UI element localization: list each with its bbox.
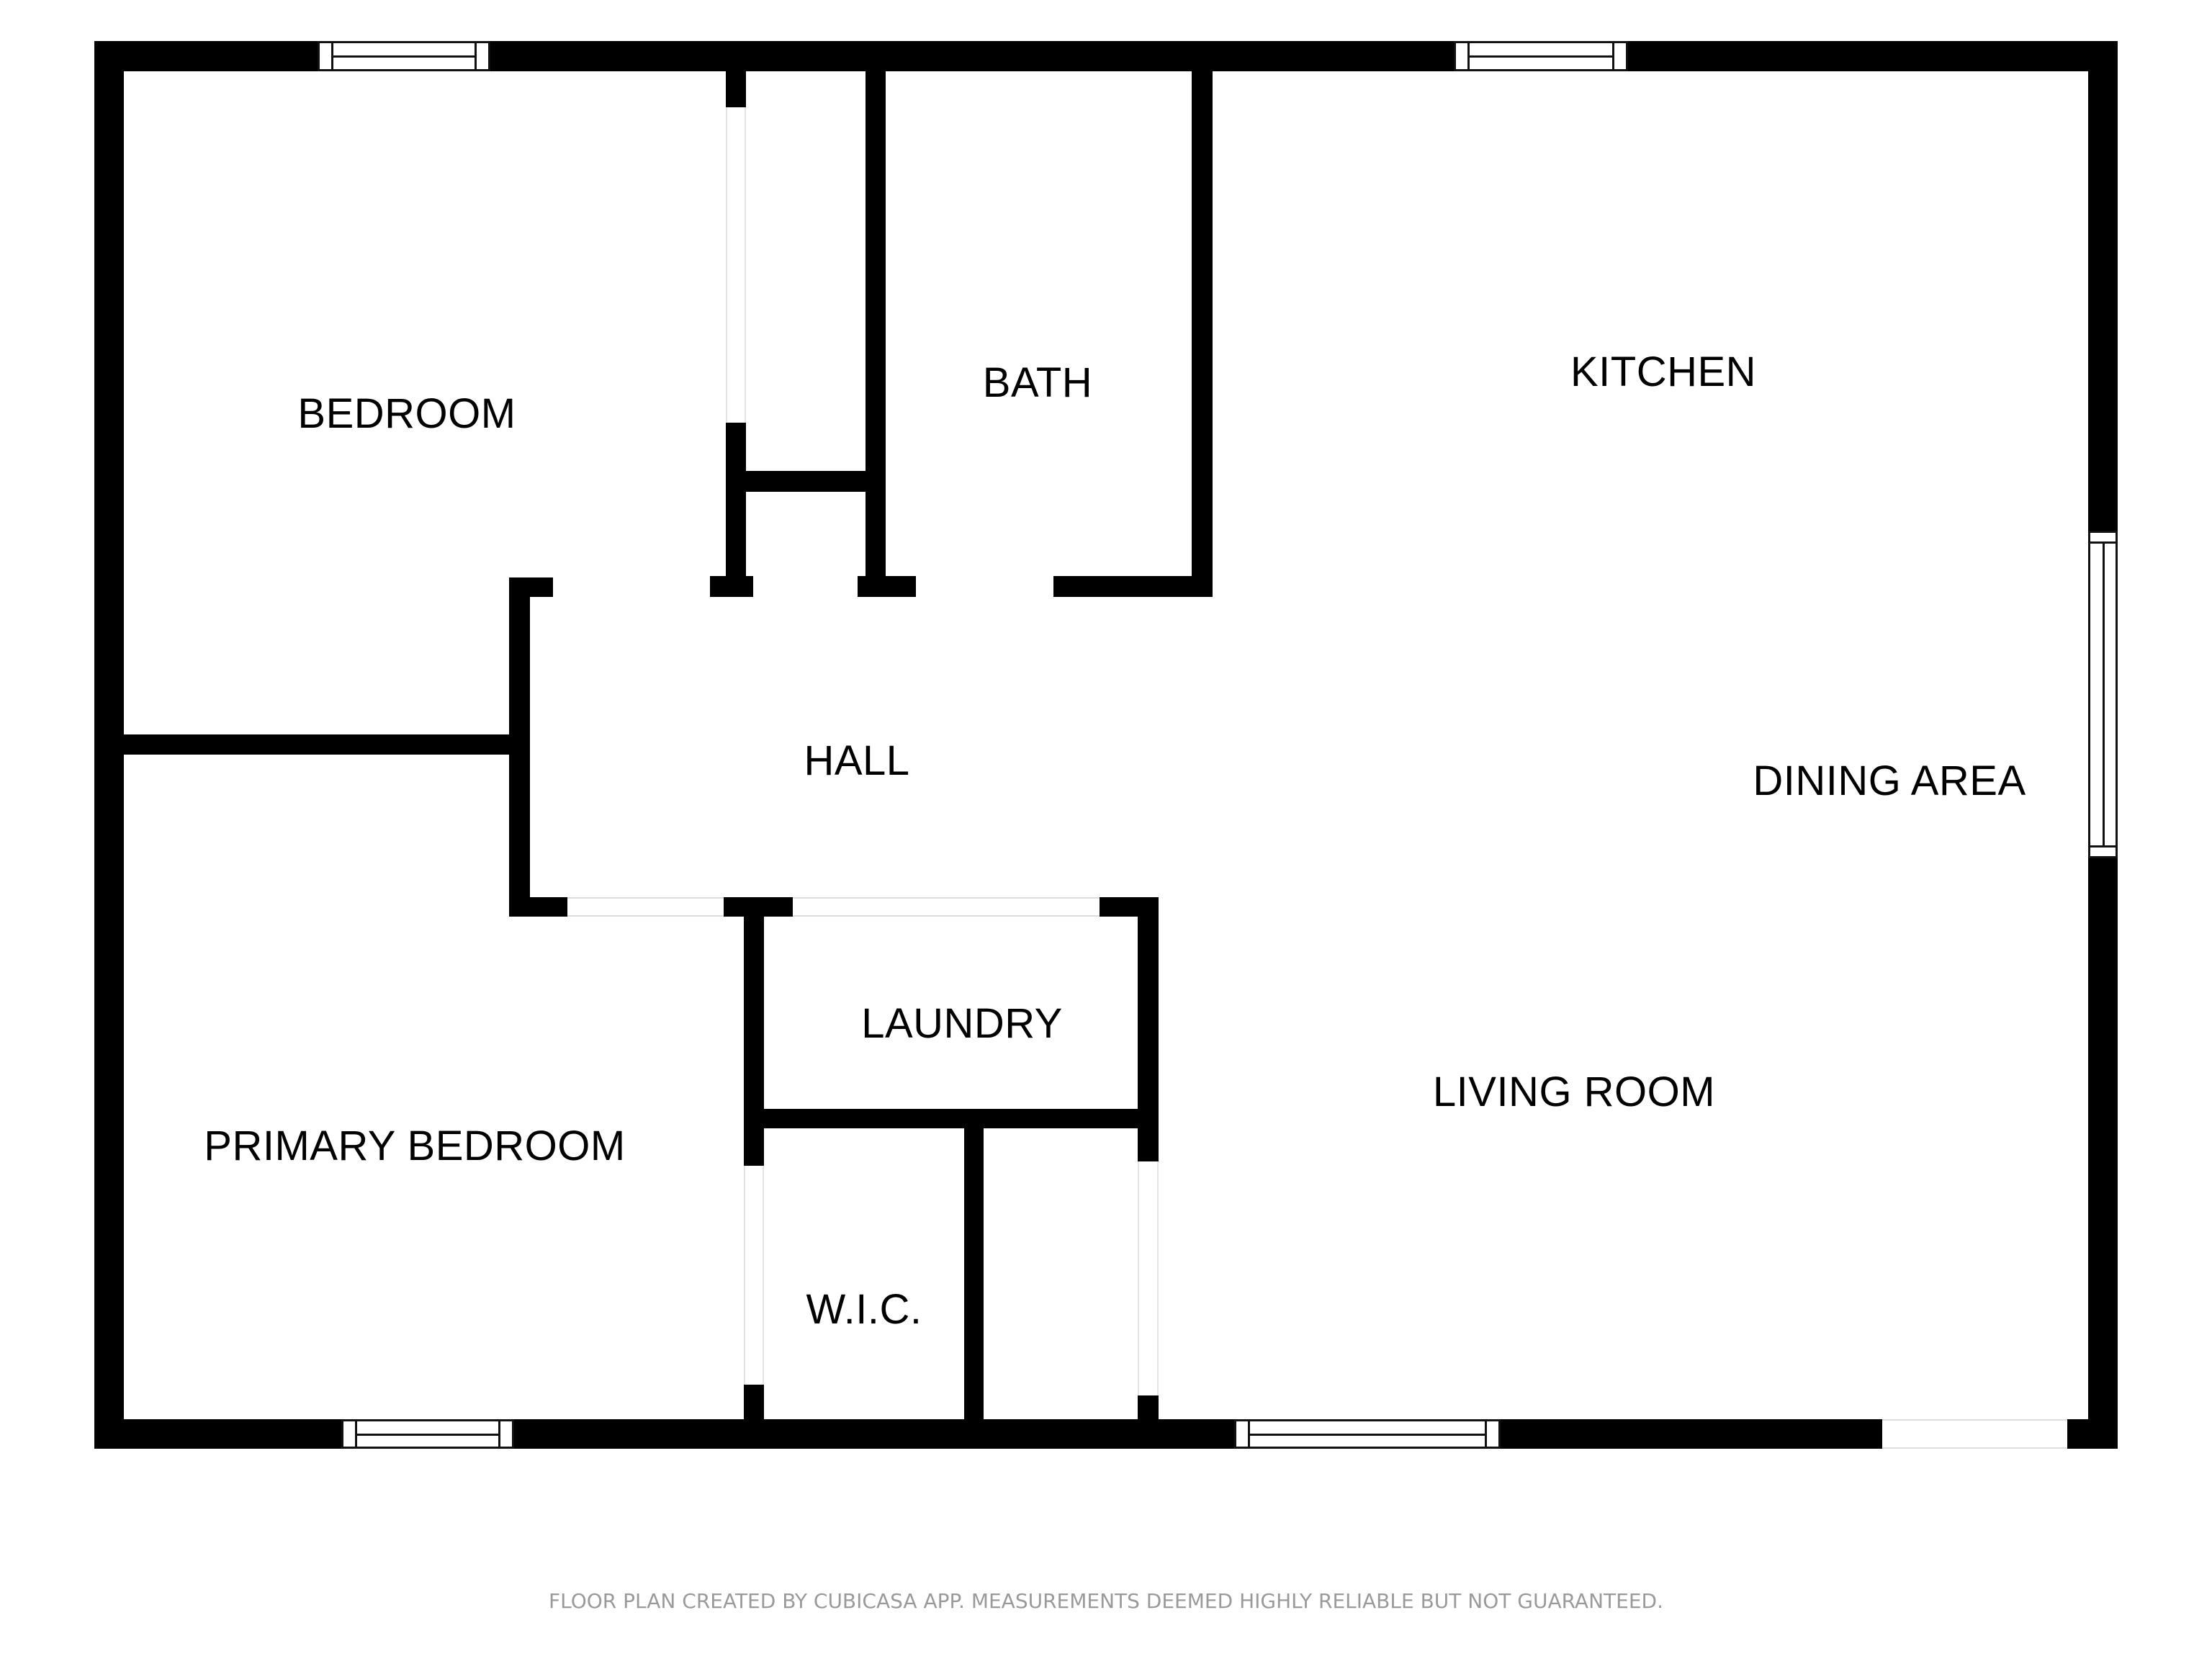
bath-stub-bottom-left <box>858 576 916 597</box>
bedroom-divider-wall <box>94 734 530 755</box>
closet-door-opening-living <box>1138 1161 1159 1395</box>
window-primary-bedroom-bottom <box>341 1419 514 1449</box>
bath-wall-right <box>1192 71 1213 597</box>
closet-wall-upper <box>726 71 746 107</box>
footer-disclaimer: FLOOR PLAN CREATED BY CUBICASA APP. MEAS… <box>549 1589 1663 1613</box>
wic-divider-wall <box>964 1109 984 1419</box>
closet-wall-lower <box>726 423 746 597</box>
room-label-bedroom: BEDROOM <box>297 390 516 437</box>
closet-wall-right-lower <box>1138 1395 1159 1419</box>
closet-shelf-wall <box>726 471 886 492</box>
room-label-living-room: LIVING ROOM <box>1432 1069 1716 1115</box>
primary-bedroom-door-opening <box>567 897 724 917</box>
room-label-dining-area: DINING AREA <box>1753 757 2026 804</box>
room-label-hall: HALL <box>804 737 910 784</box>
room-label-bath: BATH <box>982 359 1093 406</box>
laundry-door-opening <box>793 897 1100 917</box>
room-label-primary-bedroom: PRIMARY BEDROOM <box>204 1123 626 1169</box>
wic-door-opening <box>744 1166 764 1385</box>
bath-wall-left <box>866 71 886 597</box>
room-label-laundry: LAUNDRY <box>861 1000 1063 1047</box>
bath-wall-bottom <box>1053 576 1213 597</box>
closet-stub-bottom <box>710 576 753 597</box>
wic-wall-left-lower <box>744 1385 764 1419</box>
window-bedroom-top <box>318 41 490 71</box>
hall-stub-bottom-left <box>509 897 567 917</box>
room-label-kitchen: KITCHEN <box>1570 349 1757 395</box>
window-kitchen-top <box>1454 41 1628 71</box>
window-dining-right <box>2088 531 2118 858</box>
room-label-wic: W.I.C. <box>806 1286 922 1333</box>
entry-door-opening <box>1882 1419 2067 1449</box>
laundry-wall-bottom <box>744 1109 1159 1128</box>
window-living-room-bottom <box>1234 1419 1501 1449</box>
closet-door-opening <box>726 107 746 423</box>
